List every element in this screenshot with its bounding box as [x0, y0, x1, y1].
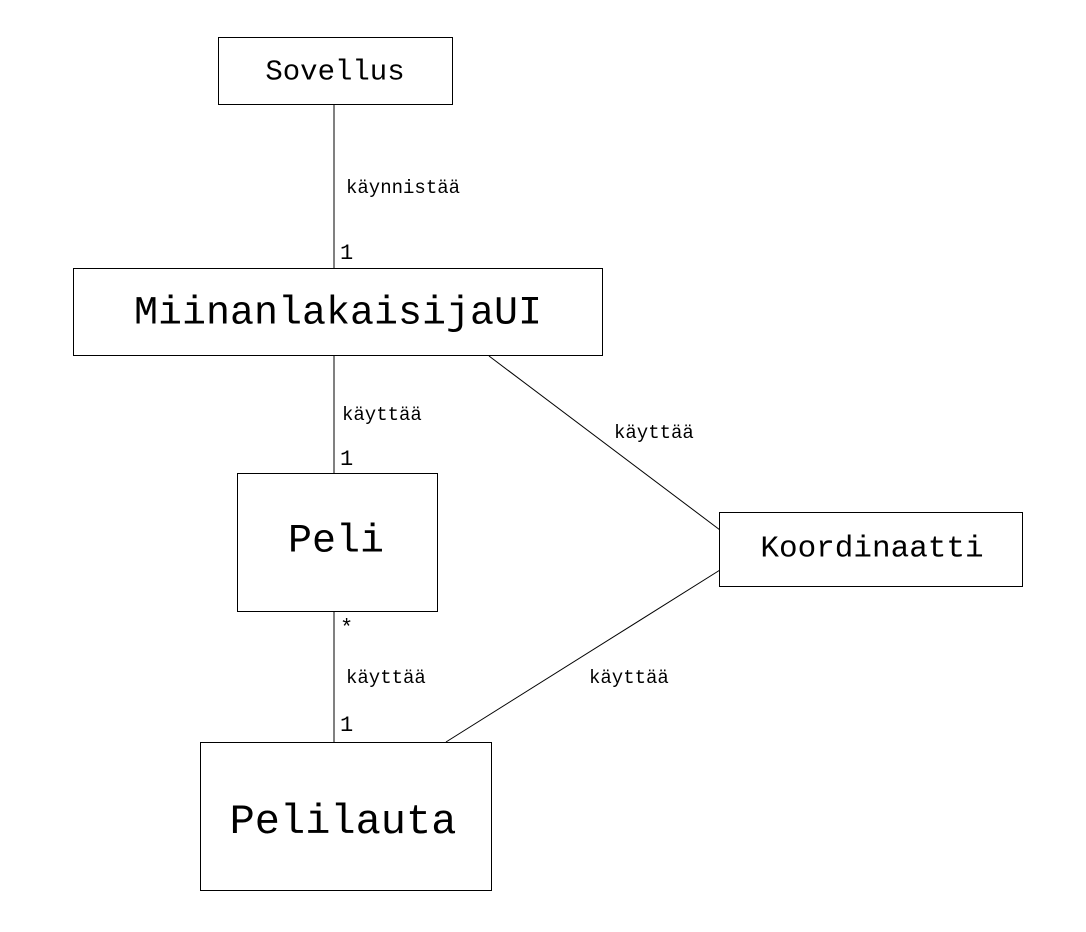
class-box-koordinaatti: Koordinaatti	[719, 512, 1023, 587]
class-box-miinanlakaisijaui: MiinanlakaisijaUI	[73, 268, 603, 356]
class-box-sovellus: Sovellus	[218, 37, 453, 105]
multiplicity-pelilauta: 1	[340, 713, 353, 738]
class-name-miinanlakaisijaui: MiinanlakaisijaUI	[134, 292, 542, 337]
class-name-peli: Peli	[288, 520, 384, 565]
edge-ui-koordinaatti	[488, 355, 721, 531]
multiplicity-peli-top: 1	[340, 447, 353, 472]
class-box-pelilauta: Pelilauta	[200, 742, 492, 891]
multiplicity-ui: 1	[340, 241, 353, 266]
class-name-koordinaatti: Koordinaatti	[760, 532, 983, 567]
class-box-peli: Peli	[237, 473, 438, 612]
edge-label-peli-pelilauta: käyttää	[346, 667, 426, 689]
edge-label-ui-koordinaatti: käyttää	[614, 422, 694, 444]
edge-pelilauta-koordinaatti	[445, 569, 721, 743]
edge-label-kaynnistaa: käynnistää	[346, 177, 460, 199]
class-name-sovellus: Sovellus	[265, 56, 404, 89]
class-name-pelilauta: Pelilauta	[230, 798, 457, 846]
multiplicity-peli-bottom: *	[340, 616, 353, 641]
edge-label-ui-peli: käyttää	[342, 404, 422, 426]
edge-label-pelilauta-koordinaatti: käyttää	[589, 667, 669, 689]
